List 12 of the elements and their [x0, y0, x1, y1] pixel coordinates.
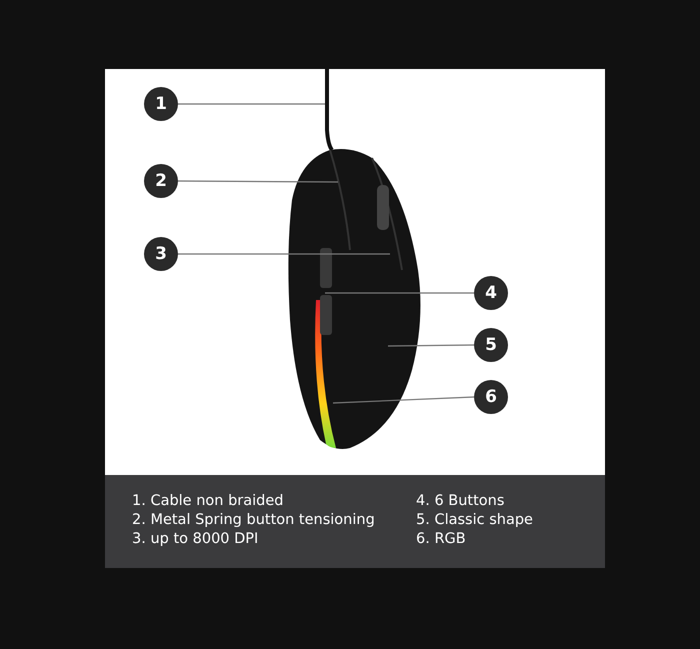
feature-text: 6. RGB — [416, 530, 466, 549]
leader-line — [325, 292, 474, 294]
feature-text: 4. 6 Buttons — [416, 492, 504, 511]
leader-line — [388, 344, 474, 347]
leader-line — [178, 253, 390, 255]
feature-text: 5. Classic shape — [416, 511, 533, 530]
leader-line — [178, 180, 338, 183]
feature-text: 1. Cable non braided — [132, 492, 284, 511]
leader-line — [332, 396, 474, 404]
feature-text: 3. up to 8000 DPI — [132, 530, 258, 549]
feature-text: 2. Metal Spring button tensioning — [132, 511, 375, 530]
leader-line — [178, 103, 325, 105]
